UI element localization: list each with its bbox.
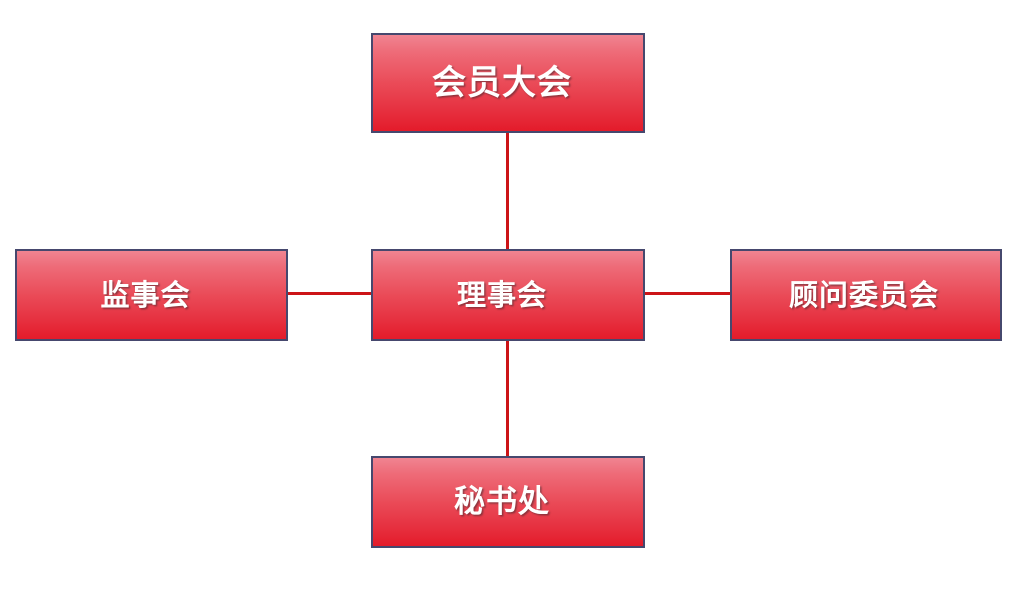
- org-node-secretariat-label: 秘书处: [454, 483, 550, 520]
- org-node-assembly[interactable]: 会员大会: [371, 33, 645, 133]
- org-node-directors[interactable]: 理事会: [371, 249, 645, 341]
- org-node-advisory[interactable]: 顾问委员会: [730, 249, 1002, 341]
- org-node-secretariat[interactable]: 秘书处: [371, 456, 645, 548]
- org-node-assembly-label: 会员大会: [432, 63, 572, 103]
- org-node-advisory-label: 顾问委员会: [788, 277, 939, 312]
- connector-assembly-directors: [506, 133, 509, 250]
- connector-directors-advisory: [645, 292, 731, 295]
- org-node-supervisors[interactable]: 监事会: [15, 249, 288, 341]
- connector-supervisors-directors: [288, 292, 372, 295]
- org-node-supervisors-label: 监事会: [100, 277, 191, 312]
- connector-directors-secretariat: [506, 340, 509, 457]
- org-node-directors-label: 理事会: [456, 277, 547, 312]
